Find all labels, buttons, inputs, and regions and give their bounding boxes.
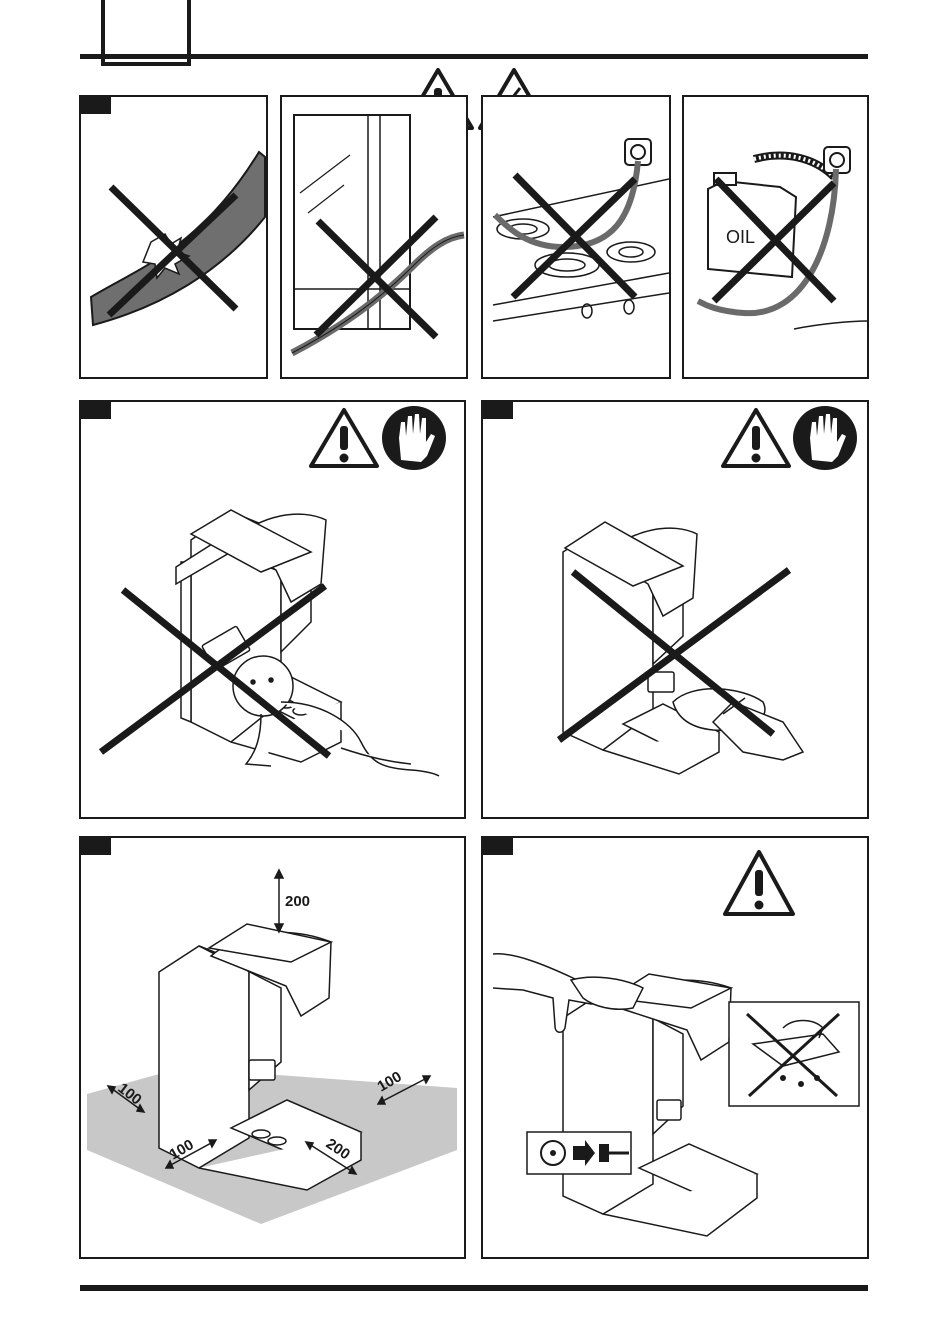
cross-out-icon: [513, 175, 635, 297]
panel-oil-can: OIL: [682, 95, 869, 379]
wet-cleaning-illustration: [483, 402, 869, 819]
cable-door-illustration: [282, 97, 468, 379]
panel-wet-cleaning: [481, 400, 869, 819]
oil-can-illustration: OIL: [684, 97, 869, 379]
warning-triangle-icon: [725, 852, 793, 914]
child-hazard-illustration: [81, 402, 466, 819]
panel-damaged-cable: [79, 95, 268, 379]
cable-hob-illustration: [483, 97, 671, 379]
clearance-top-label: 200: [285, 893, 310, 910]
warning-triangle-icon: [311, 410, 377, 466]
panel-child-hazard: [79, 400, 466, 819]
cross-out-icon: [316, 217, 436, 337]
panel-cable-door: [280, 95, 468, 379]
stop-hand-icon: [382, 406, 446, 470]
coffee-machine-drawing: [563, 974, 757, 1236]
header-rule: [80, 54, 868, 59]
clearance-illustration: 200 100 100 100 200: [81, 838, 466, 1259]
warning-triangle-icon: [723, 410, 789, 466]
damaged-cable-illustration: [81, 97, 268, 379]
oil-can-label: OIL: [726, 227, 755, 247]
unplug-icon: [527, 1132, 631, 1174]
inset-no-water-drawing: [729, 1002, 859, 1106]
panel-clearance: 200 100 100 100 200: [79, 836, 466, 1259]
coffee-machine-drawing: [563, 522, 719, 774]
panel-unplug-clean: [481, 836, 869, 1259]
stop-hand-icon: [793, 406, 857, 470]
unplug-clean-illustration: [483, 838, 869, 1259]
crawling-baby-drawing: [233, 656, 439, 776]
panel-cable-hob: [481, 95, 671, 379]
footer-rule: [80, 1285, 868, 1291]
